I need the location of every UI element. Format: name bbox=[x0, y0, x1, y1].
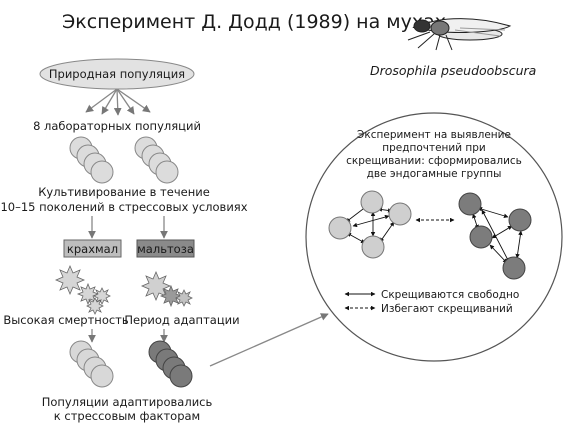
split-arrows bbox=[85, 88, 151, 116]
dark-population-node bbox=[469, 225, 493, 249]
lab-populations-label: 8 лабораторных популяций bbox=[33, 119, 201, 133]
legend-free-label: Скрещиваются свободно bbox=[381, 289, 519, 301]
light-group bbox=[328, 190, 412, 259]
adapted-populations-left bbox=[69, 340, 114, 388]
to-experiment-arrow bbox=[209, 313, 329, 367]
light-population-node bbox=[360, 190, 384, 214]
starch-box bbox=[63, 239, 122, 258]
species-name: Drosophila pseudoobscura bbox=[370, 63, 536, 78]
dark-group bbox=[458, 192, 532, 280]
dark-population-node bbox=[508, 208, 532, 232]
source-population-label: Природная популяция bbox=[49, 67, 185, 81]
light-population-node bbox=[361, 235, 385, 259]
dark-population-node bbox=[502, 256, 526, 280]
dark-group-links bbox=[472, 207, 523, 264]
page-title: Эксперимент Д. Додд (1989) на мухах bbox=[62, 11, 446, 33]
adapted-line-1: Популяции адаптировались bbox=[42, 395, 213, 409]
dark-population-node bbox=[458, 192, 482, 216]
light-population-node bbox=[328, 216, 352, 240]
stress-starbursts-right bbox=[140, 270, 193, 308]
cultivation-line-1: Культивирование в течение bbox=[38, 185, 210, 199]
maltose-label: мальтоза bbox=[137, 242, 194, 256]
adapted-populations-right bbox=[148, 340, 193, 388]
fly-icon bbox=[407, 18, 512, 51]
stress-starbursts-left bbox=[54, 264, 111, 315]
legend-avoid-label: Избегают скрещиваний bbox=[381, 303, 513, 315]
starch-label: крахмал bbox=[67, 242, 118, 256]
experiment-line-1: Эксперимент на выявление bbox=[357, 129, 511, 141]
starch-outcome: Высокая смертность bbox=[3, 313, 129, 327]
lab-populations-left bbox=[69, 136, 114, 184]
experiment-circle bbox=[305, 112, 563, 362]
experiment-line-3: скрещивании: сформировались bbox=[346, 155, 522, 167]
lab-populations-right bbox=[134, 136, 179, 184]
experiment-line-2: предпочтений при bbox=[382, 142, 486, 154]
cultivation-line-2: 10–15 поколений в стрессовых условиях bbox=[0, 200, 247, 214]
experiment-line-4: две эндогамные группы bbox=[367, 168, 502, 180]
media-arrows bbox=[88, 216, 168, 239]
outcome-arrows bbox=[88, 329, 168, 343]
maltose-box bbox=[136, 239, 195, 258]
light-population-node bbox=[388, 202, 412, 226]
adapted-line-2: к стрессовым факторам bbox=[54, 409, 200, 423]
maltose-outcome: Период адаптации bbox=[124, 313, 239, 327]
